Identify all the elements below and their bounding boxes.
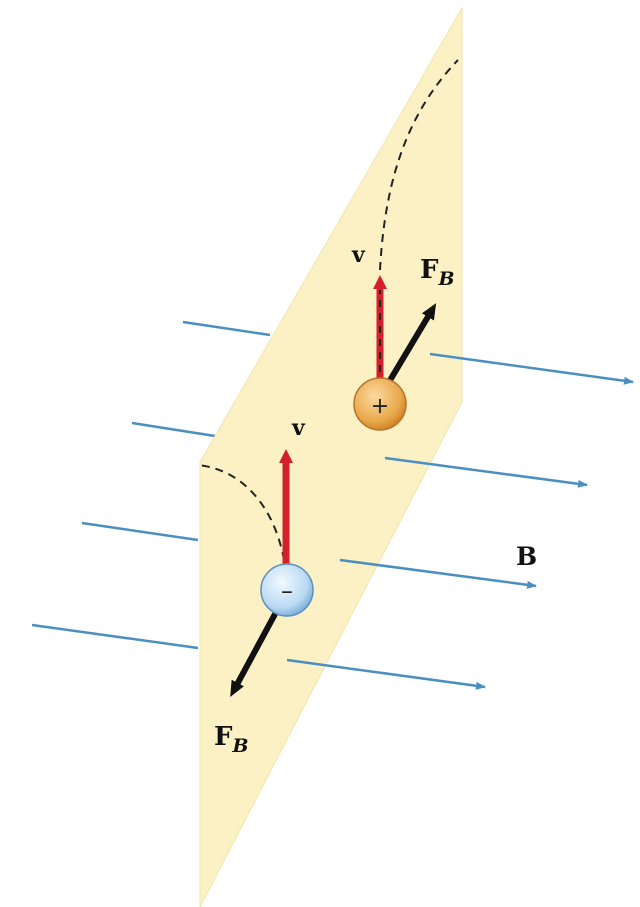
field-line (81, 521, 199, 542)
velocity-label-bottom: v (291, 415, 306, 441)
field-lines-left (31, 320, 271, 650)
field-line (286, 658, 486, 690)
negative-trajectory (197, 464, 285, 561)
positive-trajectory (379, 59, 459, 271)
force-label-top: FB (420, 255, 455, 290)
force-label-bottom-main: F (214, 722, 233, 752)
force-label-top-sub: B (437, 268, 454, 290)
field-lines-right (286, 352, 634, 690)
plane (199, 6, 463, 907)
negative-sign: – (281, 577, 293, 605)
field-line (384, 456, 588, 488)
negative-charge (260, 563, 314, 617)
trajectories (197, 59, 459, 561)
field-line (429, 352, 634, 385)
field-line (182, 320, 271, 337)
force-arrow-bottom (230, 601, 284, 698)
field-line (339, 558, 537, 589)
field-line (31, 623, 199, 650)
field-line (131, 421, 216, 438)
positive-sign: + (371, 394, 389, 419)
negative-charge-group: – (230, 449, 314, 698)
positive-charge-group: + (353, 275, 437, 431)
field-label: B (516, 542, 537, 571)
velocity-label-top: v (351, 242, 366, 268)
force-arrow-top (380, 303, 437, 394)
force-label-bottom: FB (214, 722, 249, 757)
positive-charge (353, 377, 407, 431)
force-label-bottom-sub: B (231, 735, 248, 757)
force-label-top-main: F (420, 255, 439, 285)
